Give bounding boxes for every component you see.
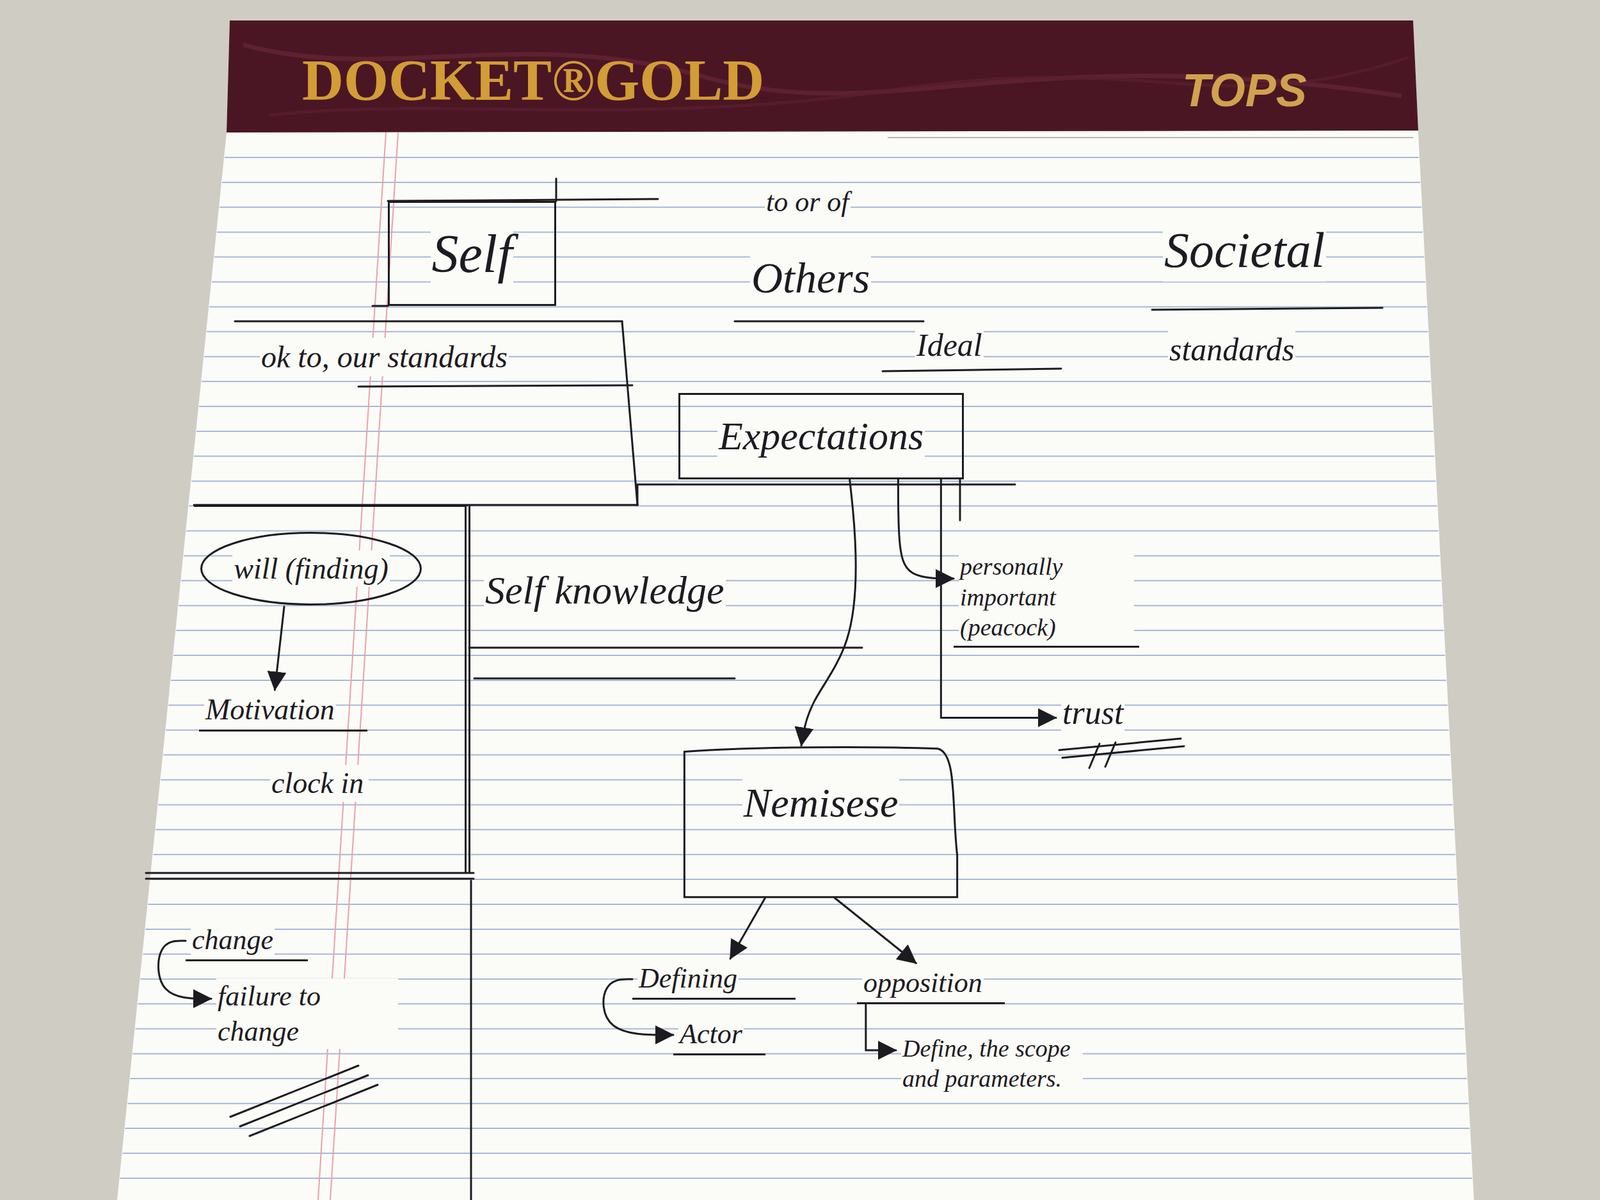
underlined-term: Motivation (199, 689, 368, 732)
handwritten-note: standards (1168, 329, 1296, 370)
pen-stroke (372, 305, 388, 308)
underlined-term: change (185, 920, 308, 962)
handwritten-note: Define, the scope and parameters. (896, 1018, 1088, 1109)
underlined-term: Defining (632, 958, 796, 1000)
node-text: Self (430, 220, 514, 288)
ruled-line (186, 530, 1439, 532)
node-text: Motivation (204, 691, 336, 729)
pad-header-band (226, 20, 1419, 133)
ruled-line (224, 156, 1419, 159)
handwritten-term: trust (1056, 689, 1152, 735)
underlined-term: opposition (856, 963, 1005, 1005)
node-text: Actor (678, 1016, 744, 1052)
pen-stroke (145, 878, 474, 880)
underline (734, 320, 924, 323)
pen-stroke (474, 677, 735, 680)
node-text: Expectations (717, 411, 925, 462)
ruled-line (119, 1177, 1472, 1179)
ruled-line (132, 1052, 1466, 1055)
concept-box: Self (387, 200, 557, 306)
node-text: Nemisese (742, 777, 900, 829)
handwritten-heading: Others (750, 250, 872, 306)
handwritten-heading: Societal (1162, 218, 1327, 282)
ruled-line (199, 405, 1432, 408)
ruled-line (163, 754, 1450, 756)
ruled-line (152, 853, 1456, 856)
strike-mark (1089, 743, 1100, 768)
arrow-connector (274, 606, 285, 690)
arrow-connector (801, 479, 856, 746)
ruled-line (145, 928, 1460, 930)
node-text: opposition (862, 965, 984, 1001)
underline (1062, 746, 1184, 758)
ruled-line (170, 679, 1446, 681)
underlined-term: personally important (peacock) (953, 549, 1140, 648)
handwritten-note: failure to change (211, 976, 404, 1052)
circled-note: will (finding) (199, 530, 424, 607)
concept-box: Nemisese (681, 745, 960, 898)
node-text: failure to change (216, 978, 399, 1049)
node-text: change (190, 922, 275, 958)
node-text: Define, the scope and parameters. (901, 1033, 1083, 1095)
underline (358, 385, 633, 387)
ruled-line (155, 828, 1454, 831)
node-text: will (finding) (232, 550, 390, 588)
pen-stroke (470, 880, 473, 1200)
ruled-line (168, 704, 1448, 706)
brand-logo: TOPS (1180, 61, 1309, 120)
brand-name: DOCKET®GOLD (300, 44, 766, 118)
emphasis-stroke (249, 1084, 378, 1136)
emphasis-stroke (230, 1065, 359, 1117)
underline (469, 647, 863, 649)
ruled-line (142, 953, 1461, 955)
underline (882, 368, 1062, 372)
concept-box: Expectations (678, 392, 964, 480)
paper-sheet (117, 20, 1474, 1200)
arrow-connector (897, 479, 954, 579)
ink-ellipse (201, 533, 422, 605)
node-text: personally important (peacock) (958, 551, 1135, 644)
arrow-connector (730, 897, 766, 959)
emphasis-stroke (240, 1075, 368, 1127)
ruled-line (201, 380, 1431, 383)
group-box: Self knowledgewill (finding)Motivation (193, 504, 471, 874)
underlined-term: Actor (673, 1014, 766, 1056)
pen-stroke (959, 479, 962, 521)
ink-outline (684, 746, 957, 897)
pen-stroke (637, 484, 1016, 505)
ruled-lines (119, 157, 1472, 1179)
handwritten-note: Ideal (915, 325, 984, 366)
ruled-line (209, 305, 1427, 308)
pen-stroke (622, 321, 638, 505)
group-heading: Self knowledge (483, 565, 726, 616)
handwritten-note: ok to, our standards (259, 337, 509, 377)
ruled-line (122, 1152, 1471, 1154)
ruled-line (147, 903, 1458, 905)
node-text: trust (1061, 691, 1125, 734)
strike-mark (1105, 742, 1116, 767)
ruled-line (124, 1127, 1470, 1129)
pen-stroke (555, 178, 558, 201)
underline (1152, 307, 1383, 310)
ruled-line (222, 181, 1421, 184)
node-text: Defining (637, 960, 739, 996)
pen-stroke (145, 872, 474, 875)
ruled-line (129, 1077, 1467, 1080)
pen-stroke (234, 320, 623, 323)
arrow-connector (834, 897, 916, 964)
handwritten-note: to or of (764, 184, 851, 220)
sheet-edge (887, 136, 1414, 139)
handwritten-note: clock in (270, 764, 369, 802)
ruled-line (191, 480, 1436, 482)
arrow-connector (865, 1004, 896, 1051)
